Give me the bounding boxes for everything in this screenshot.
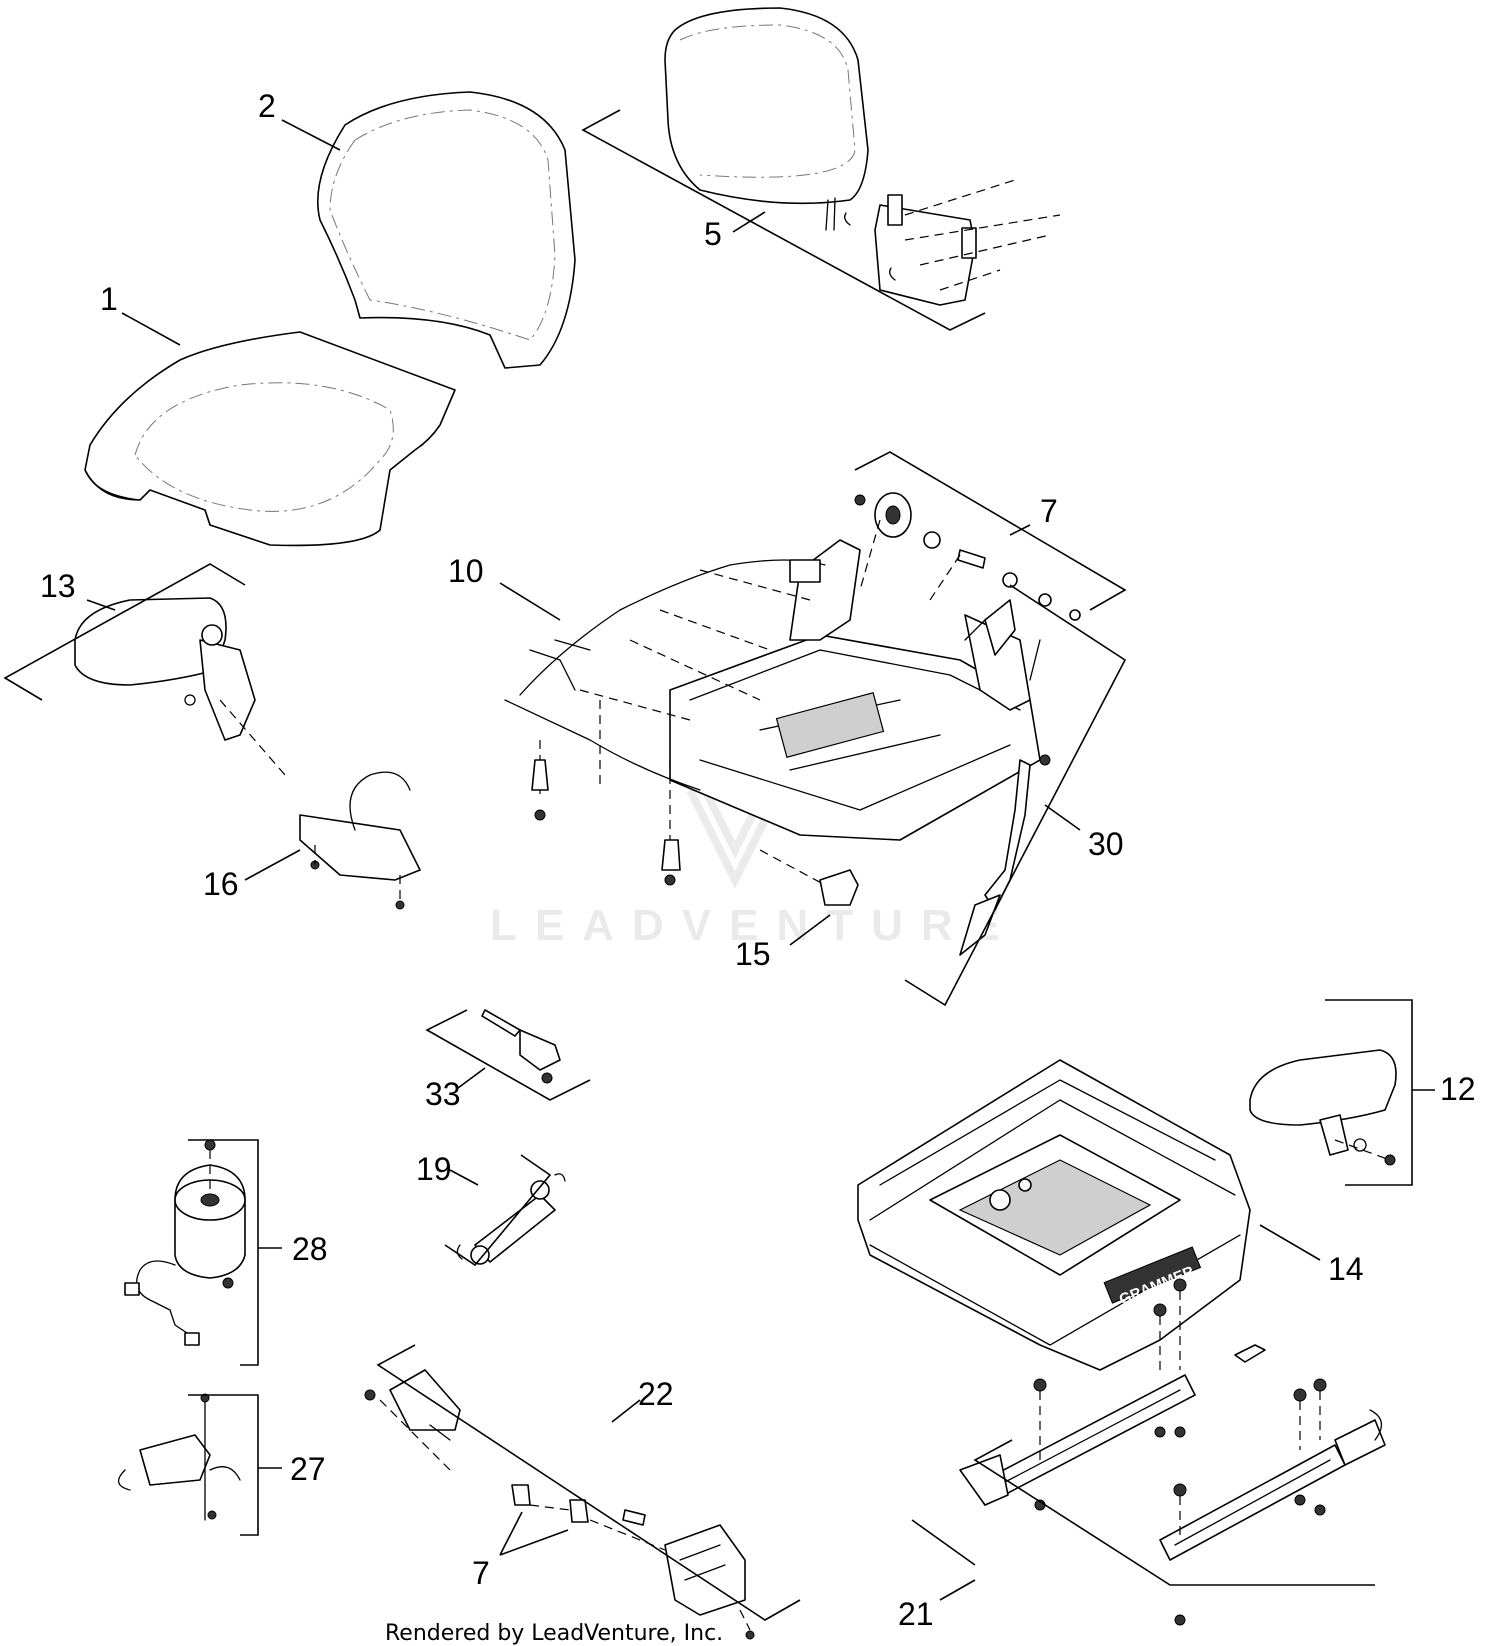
callout-33: 33: [425, 1076, 461, 1112]
leader-33: [457, 1067, 486, 1089]
leader-22: [611, 1399, 641, 1423]
leader-1: [121, 312, 181, 346]
leader-30: [1044, 804, 1081, 831]
part-seat-belt[interactable]: [364, 1369, 755, 1640]
leader-2: [281, 119, 341, 151]
bracket-28: [188, 1139, 259, 1366]
part-slide-rails[interactable]: [959, 1278, 1386, 1626]
bracket-5: [581, 109, 986, 331]
leader-15: [789, 914, 831, 946]
part-suspension-base[interactable]: GRAMMER: [857, 1059, 1251, 1371]
callout-10: 10: [448, 553, 484, 589]
callout-14: 14: [1328, 1251, 1364, 1287]
connector-icon: [789, 559, 821, 583]
callout-27: 27: [290, 1451, 326, 1487]
bracket-19: [444, 1154, 552, 1267]
callout-12: 12: [1440, 1071, 1476, 1107]
bracket-30: [904, 584, 1127, 1007]
bracket-21: [973, 1439, 1375, 1586]
part-armrest-right[interactable]: [1249, 1049, 1397, 1166]
part-pin-clip[interactable]: [481, 1009, 561, 1084]
part-pivot-hardware[interactable]: [854, 492, 1081, 621]
callout-1: 1: [100, 281, 118, 317]
bracket-21-left: [911, 1519, 976, 1566]
part-gas-spring[interactable]: [456, 1173, 566, 1265]
leader-7-lower: [499, 1511, 569, 1556]
part-switch-bracket[interactable]: [299, 771, 421, 910]
part-backrest[interactable]: [317, 91, 576, 369]
part-armrest-left[interactable]: [74, 597, 286, 776]
callout-28: 28: [292, 1231, 328, 1267]
leader-21: [939, 1579, 976, 1601]
callout-30: 30: [1088, 826, 1124, 862]
bracket-27: [188, 1394, 259, 1536]
rail-bolts: [1033, 1278, 1327, 1626]
bracket-12: [1325, 999, 1413, 1186]
headrest-guide-left-icon: [887, 194, 903, 226]
callout-7-lower: 7: [472, 1555, 490, 1591]
grammer-badge: [1103, 1246, 1202, 1304]
leader-19: [449, 1169, 479, 1186]
bracket-22: [376, 1344, 801, 1621]
part-headrest-kit[interactable]: [664, 7, 1061, 306]
bracket-7-upper: [854, 451, 1127, 611]
part-seat-cushion[interactable]: [84, 331, 456, 547]
part-seat-frame[interactable]: [504, 539, 1041, 886]
callout-21: 21: [898, 1596, 934, 1632]
callout-19: 19: [416, 1151, 452, 1187]
part-compressor[interactable]: [124, 1139, 246, 1346]
callout-13: 13: [40, 568, 76, 604]
leader-16: [244, 849, 301, 881]
bracket-33: [425, 1009, 591, 1101]
leader-7-upper: [1009, 524, 1031, 536]
leader-5: [732, 211, 766, 233]
callout-5: 5: [704, 216, 722, 252]
part-valve[interactable]: [118, 1393, 241, 1521]
leader-13: [86, 599, 116, 611]
leader-14: [1259, 1224, 1321, 1261]
callout-16: 16: [203, 866, 239, 902]
watermark-text: LEADVENTURE: [490, 901, 1018, 950]
headrest-guide-right-icon: [961, 227, 977, 259]
callout-2: 2: [258, 88, 276, 124]
bracket-13: [3, 563, 246, 701]
footer-credit: Rendered by LeadVenture, Inc.: [385, 1621, 723, 1646]
callout-22: 22: [638, 1376, 674, 1412]
part-lever-knob[interactable]: [759, 849, 859, 906]
callout-15: 15: [735, 936, 771, 972]
callout-7-upper: 7: [1040, 493, 1058, 529]
leader-10: [499, 582, 561, 621]
